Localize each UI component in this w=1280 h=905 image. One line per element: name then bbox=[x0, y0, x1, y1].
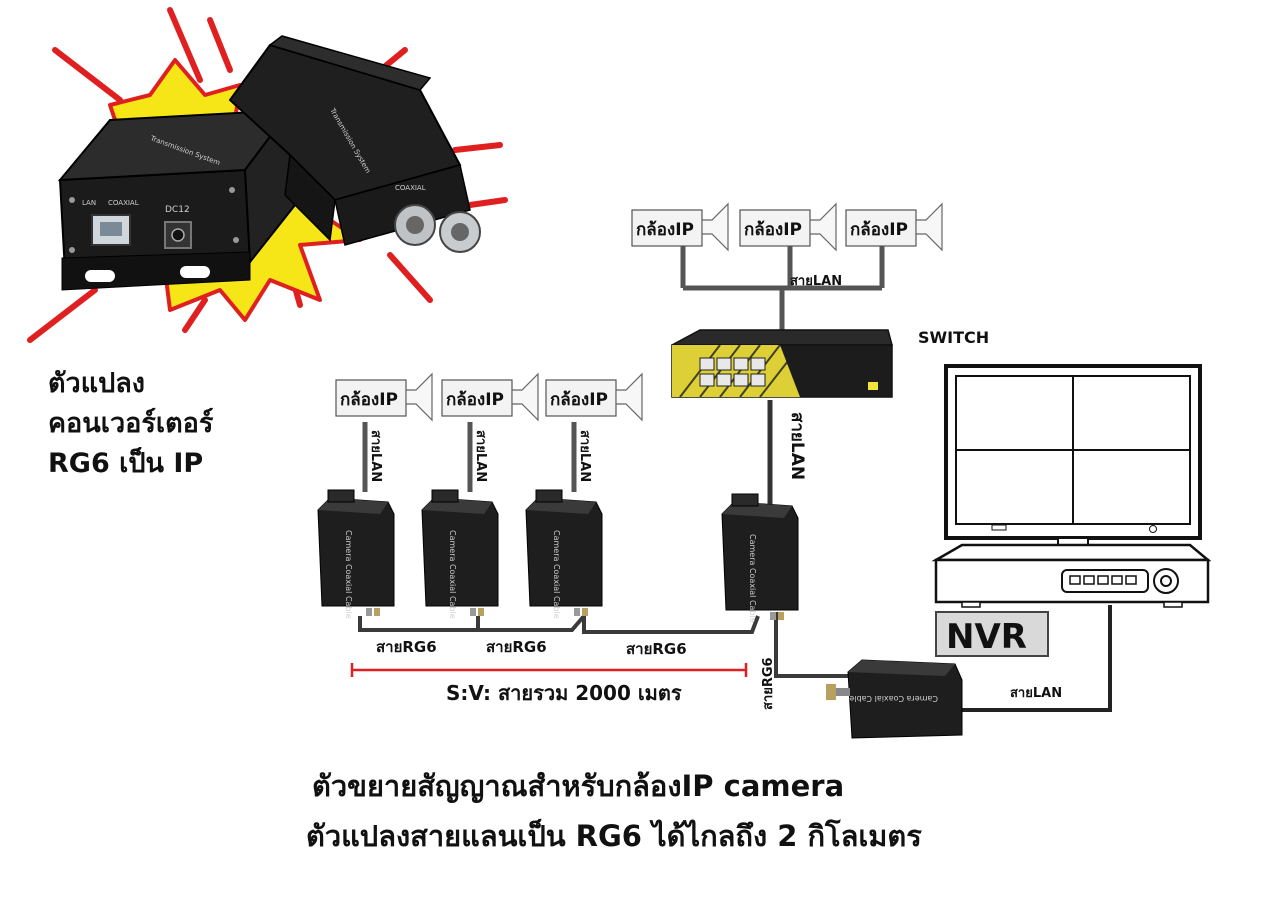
camera-label: กล้องIP bbox=[550, 390, 608, 410]
product-label-line-3: RG6 เป็น IP bbox=[48, 445, 203, 479]
ip-camera: กล้องIP bbox=[631, 203, 729, 251]
product-label-line-2: คอนเวอร์เตอร์ bbox=[48, 407, 214, 439]
rg6-label: สายRG6 bbox=[376, 638, 437, 656]
network-switch bbox=[671, 329, 893, 398]
port-label-coaxial: COAXIAL bbox=[108, 199, 139, 207]
camera-label: กล้องIP bbox=[850, 220, 908, 240]
rg6-label: สายRG6 bbox=[626, 640, 687, 658]
product-label-line-1: ตัวแปลง bbox=[48, 368, 145, 399]
camera-label: กล้องIP bbox=[636, 220, 694, 240]
converter-unit bbox=[525, 489, 603, 617]
device-print: Camera Coaxial Cable bbox=[552, 530, 561, 619]
lan-label-vertical: สายLAN bbox=[473, 430, 488, 482]
device-print: Camera Coaxial Cable bbox=[344, 530, 353, 619]
camera-label: กล้องIP bbox=[744, 220, 802, 240]
product-illustration: LAN COAXIAL DC12 Transmission System COA… bbox=[27, 7, 508, 343]
ip-camera: กล้องIP bbox=[845, 203, 943, 251]
converter-front-photo: LAN COAXIAL DC12 Transmission System bbox=[57, 107, 297, 291]
product-label: ตัวแปลง คอนเวอร์เตอร์ RG6 เป็น IP bbox=[48, 368, 214, 479]
distance-label: S:V: สายรวม 2000 เมตร bbox=[446, 681, 682, 705]
nvr-label-box bbox=[935, 611, 1049, 657]
lan-label-nvr: สายLAN bbox=[1010, 686, 1062, 701]
ip-camera: กล้องIP bbox=[335, 373, 433, 421]
nvr-device bbox=[931, 543, 1212, 608]
converter-unit bbox=[421, 489, 499, 617]
converter-unit bbox=[317, 489, 395, 617]
camera-label: กล้องIP bbox=[340, 390, 398, 410]
ip-camera: กล้องIP bbox=[441, 373, 539, 421]
ip-camera: กล้องIP bbox=[545, 373, 643, 421]
nvr-label: NVR bbox=[946, 617, 1027, 657]
footer-title-line-2: ตัวแปลงสายแลนเป็น RG6 ได้ไกลถึง 2 กิโลเม… bbox=[306, 818, 922, 853]
coax-cables bbox=[358, 605, 1112, 712]
lan-label-top: สายLAN bbox=[790, 274, 842, 289]
switch-ports bbox=[699, 357, 766, 387]
switch-label: SWITCH bbox=[918, 328, 989, 347]
port-label-coaxial-top: COAXIAL bbox=[395, 184, 426, 192]
distance-indicator bbox=[350, 663, 748, 677]
rg6-label: สายRG6 bbox=[486, 638, 547, 656]
camera-label: กล้องIP bbox=[446, 390, 504, 410]
device-print: Camera Coaxial Cable bbox=[849, 694, 938, 703]
port-label-lan: LAN bbox=[82, 199, 96, 207]
port-label-dc: DC12 bbox=[165, 205, 190, 215]
bnc-connector-icon bbox=[394, 204, 481, 253]
rg6-label-vertical: สายRG6 bbox=[761, 657, 776, 710]
lan-label-vertical: สายLAN bbox=[368, 430, 383, 482]
device-print: Camera Coaxial Cable bbox=[448, 530, 457, 619]
converter-receiver: Camera Coaxial Cable bbox=[826, 659, 963, 739]
footer-title-line-1: ตัวขยายสัญญาณสำหรับกล้องIP camera bbox=[312, 769, 844, 804]
cables bbox=[362, 245, 885, 505]
camera-group-top: กล้องIP กล้องIP กล้องIP bbox=[631, 203, 943, 251]
converter-rear-photo: COAXIAL Transmission System bbox=[228, 35, 481, 253]
converter-unit bbox=[721, 493, 799, 621]
lan-label-switch: สายLAN bbox=[787, 412, 807, 480]
monitor bbox=[944, 364, 1202, 565]
lan-label-vertical: สายLAN bbox=[577, 430, 592, 482]
camera-group-left: กล้องIP กล้องIP กล้องIP bbox=[335, 373, 643, 421]
device-print: Camera Coaxial Cable bbox=[748, 534, 757, 623]
ip-camera: กล้องIP bbox=[739, 203, 837, 251]
